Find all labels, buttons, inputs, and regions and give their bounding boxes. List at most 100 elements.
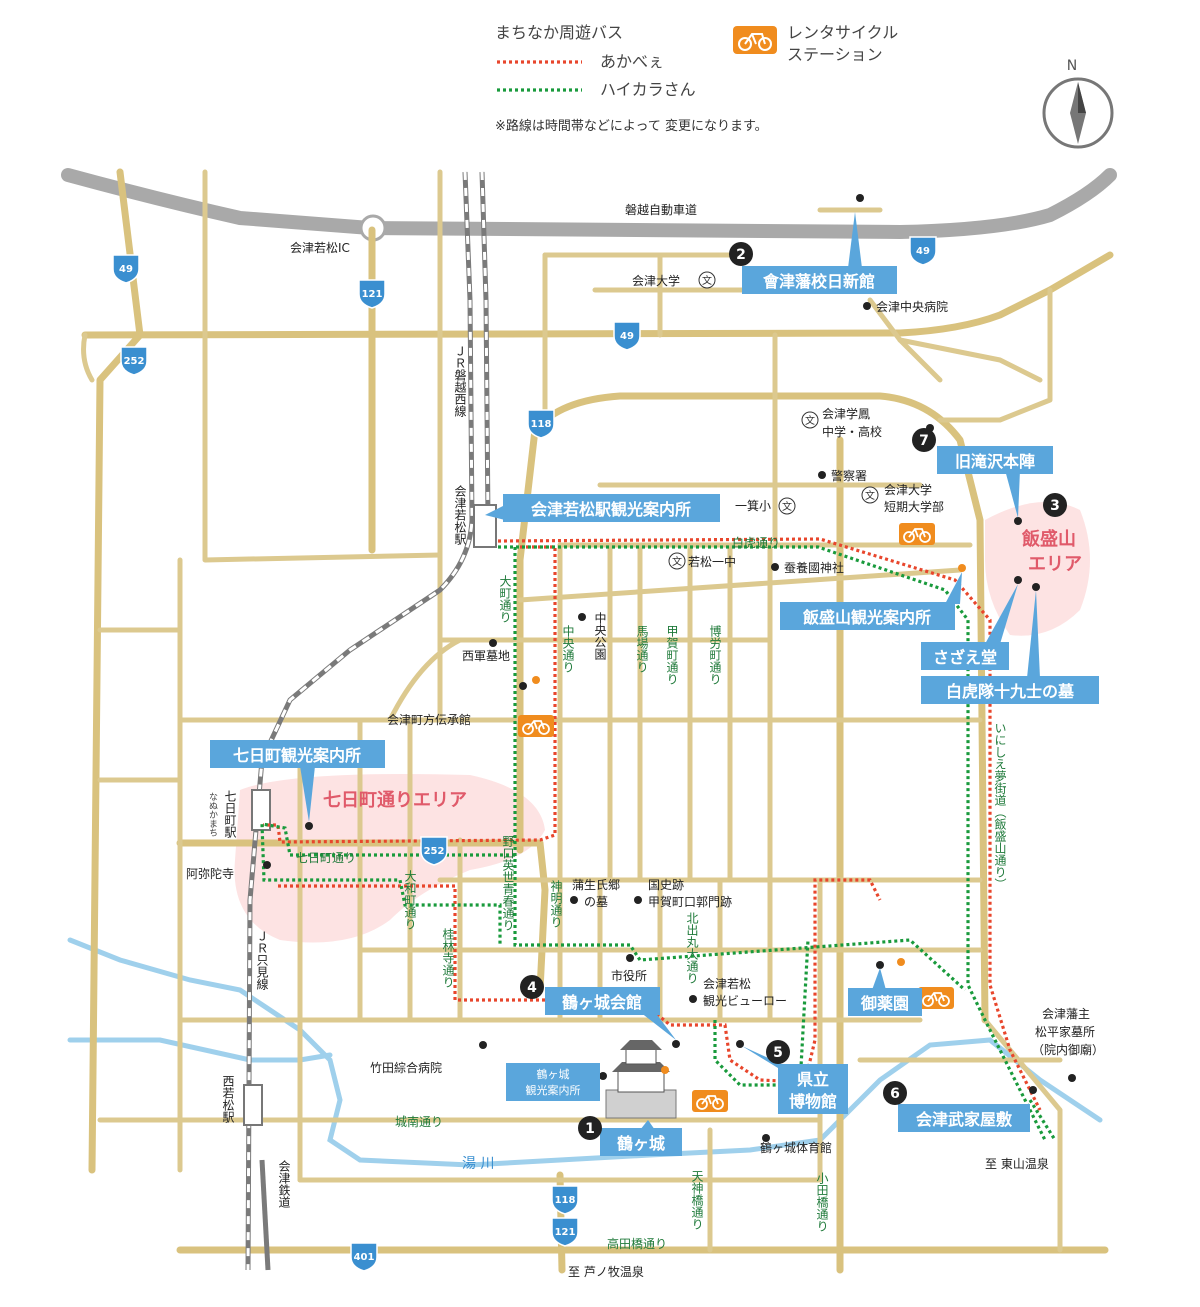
yugawa-label: 湯 川 — [462, 1155, 494, 1172]
nanokamachi-kana-label: なぬかまち — [207, 792, 218, 837]
kenritsu-museum-dot — [736, 1040, 744, 1048]
svg-text:会津若松駅観光案内所: 会津若松駅観光案内所 — [531, 500, 691, 519]
bicycle-icon-tsurugajo[interactable] — [692, 1090, 728, 1112]
place-matsudaira-3: （院内御廟） — [1032, 1042, 1104, 1057]
callout-oyakuen[interactable]: 御薬園 — [848, 968, 922, 1016]
gamo-dot — [570, 896, 578, 904]
number-badge-2: 2 — [729, 242, 753, 266]
svg-text:121: 121 — [555, 1227, 576, 1238]
sazaedo-dot — [1014, 576, 1022, 584]
place-kokushiseki-1: 国史跡 — [648, 877, 684, 892]
jr-banetsu-label: ＪＲ磐越西線 — [453, 345, 467, 417]
street-yamato: 大和町通り — [403, 870, 417, 930]
svg-text:さざえ堂: さざえ堂 — [933, 648, 997, 667]
map-area: 49 49 49 121 252 118 252 118 121 401 磐越自… — [61, 168, 1117, 1279]
cycle-dot-tsurugajo — [661, 1066, 669, 1074]
place-machikata: 会津町方伝承館 — [387, 712, 471, 727]
street-omachi: 大町通り — [498, 575, 512, 623]
street-takadabashi: 高田橋通り — [607, 1236, 667, 1251]
route-118-shield-south: 118 — [551, 1185, 579, 1215]
street-baba: 馬場通り — [635, 625, 649, 673]
route-252-shield-center: 252 — [420, 836, 448, 866]
dest-ashinomaki: 至 芦ノ牧温泉 — [568, 1265, 644, 1279]
road-nw — [81, 332, 95, 383]
legend-note: ※路線は時間帯などによって 変更になります。 — [495, 118, 768, 134]
legend-cycle-2: ステーション — [787, 45, 883, 64]
street-odabashi: 小田橋通り — [815, 1172, 829, 1232]
castle-icon — [605, 1040, 677, 1119]
svg-text:121: 121 — [362, 289, 383, 300]
place-shiyakusho: 市役所 — [611, 968, 647, 983]
byakkotai-dot — [1032, 583, 1040, 591]
oyakuen-dot — [876, 961, 884, 969]
number-badge-1: 1 — [578, 1116, 602, 1140]
svg-text:2: 2 — [736, 247, 746, 263]
bicycle-icon-oyakuen[interactable] — [918, 987, 954, 1009]
route-118-road — [516, 426, 539, 854]
cycle-dot-machikata — [532, 676, 540, 684]
place-tsurugajo-gym: 鶴ヶ城体育館 — [760, 1140, 832, 1155]
svg-text:4: 4 — [527, 980, 537, 996]
route-haikarasan-green — [260, 545, 1057, 1141]
matsudaira-dot — [1068, 1074, 1076, 1082]
number-badge-7: 7 — [912, 428, 936, 452]
street-keirinji: 桂林寺通り — [441, 927, 455, 988]
svg-text:252: 252 — [424, 846, 445, 857]
callout-nisshinkan[interactable]: 會津藩校日新館 — [742, 212, 897, 294]
place-gakuho-2: 中学・高校 — [822, 424, 882, 439]
aizu-tetsudo-label: 会津鉄道 — [277, 1160, 291, 1208]
svg-text:會津藩校日新館: 會津藩校日新館 — [762, 272, 875, 291]
nisshinkan-dot — [856, 194, 864, 202]
callout-tsurugajo[interactable]: 鶴ヶ城 — [600, 1120, 682, 1156]
place-tanki-2: 短期大学部 — [884, 499, 944, 514]
place-kokushiseki-2: 甲賀町口郭門跡 — [648, 894, 732, 909]
route-252-shield-west: 252 — [120, 346, 148, 376]
chuo-park-dot — [578, 613, 586, 621]
svg-text:49: 49 — [620, 331, 634, 342]
callout-nanokamachi-info[interactable]: 七日町観光案内所 — [210, 740, 385, 822]
expressway-label: 磐越自動車道 — [625, 203, 697, 217]
sanyo-jinja-dot — [771, 563, 779, 571]
callout-iimoriyama-info[interactable]: 飯盛山観光案内所 — [780, 572, 962, 630]
bicycle-icon-iimoriyama[interactable] — [899, 523, 935, 545]
callout-station-info[interactable]: 会津若松駅観光案内所 — [485, 494, 720, 522]
svg-text:文: 文 — [672, 555, 682, 568]
tsurugajo-info-box — [506, 1063, 600, 1101]
callout-byakkotai[interactable]: 白虎隊十九士の墓 — [921, 590, 1099, 704]
takizawa-dot — [1014, 517, 1022, 525]
place-ikki-sho: 一箕小 — [735, 499, 771, 513]
svg-text:鶴ヶ城会館: 鶴ヶ城会館 — [562, 993, 642, 1012]
svg-text:文: 文 — [865, 489, 875, 502]
callout-bukeyashiki[interactable]: 会津武家屋敷 — [898, 1104, 1030, 1132]
svg-text:5: 5 — [773, 1045, 783, 1061]
callout-takizawa[interactable]: 旧滝沢本陣 — [937, 446, 1053, 518]
route-252-west-road — [88, 168, 144, 1174]
callout-tsurugajo-kaikan[interactable]: 鶴ヶ城会館 — [545, 987, 676, 1040]
callout-kenritsu-museum[interactable]: 県立 博物館 — [742, 1046, 848, 1114]
svg-text:49: 49 — [119, 264, 133, 275]
street-noguchi: 野口英世青春通り — [501, 835, 515, 931]
ic-label: 会津若松IC — [290, 241, 350, 255]
svg-text:鶴ヶ城: 鶴ヶ城 — [617, 1134, 665, 1153]
place-gamo-2: の墓 — [584, 895, 608, 909]
svg-text:6: 6 — [890, 1086, 900, 1102]
street-inishie: いにしえ夢街道（飯盛山通り） — [993, 722, 1007, 890]
svg-text:白虎隊十九士の墓: 白虎隊十九士の墓 — [946, 682, 1075, 701]
jr-tadami-label: ＪＲ只見線 — [255, 930, 269, 990]
place-gamo-1: 蒲生氏郷 — [572, 878, 620, 892]
callout-sazaedo[interactable]: さざえ堂 — [921, 584, 1018, 670]
street-byakko: 白虎通り — [732, 535, 780, 550]
svg-text:旧滝沢本陣: 旧滝沢本陣 — [955, 452, 1035, 471]
bicycle-icon-machikata[interactable] — [518, 715, 554, 737]
route-49-shield-east: 49 — [909, 236, 937, 266]
legend-bicycle-icon — [733, 26, 777, 54]
svg-text:118: 118 — [555, 1195, 576, 1206]
number-badge-5: 5 — [766, 1040, 790, 1064]
tsurugajo-gym-dot — [762, 1134, 770, 1142]
river-west — [67, 1037, 333, 1063]
school-icon: 文 — [698, 271, 716, 289]
route-akabee-red — [263, 537, 1042, 1111]
place-tanki-1: 会津大学 — [884, 482, 932, 497]
school-icon: 文 — [861, 486, 879, 504]
legend-bus-title: まちなか周遊バス — [495, 23, 623, 42]
